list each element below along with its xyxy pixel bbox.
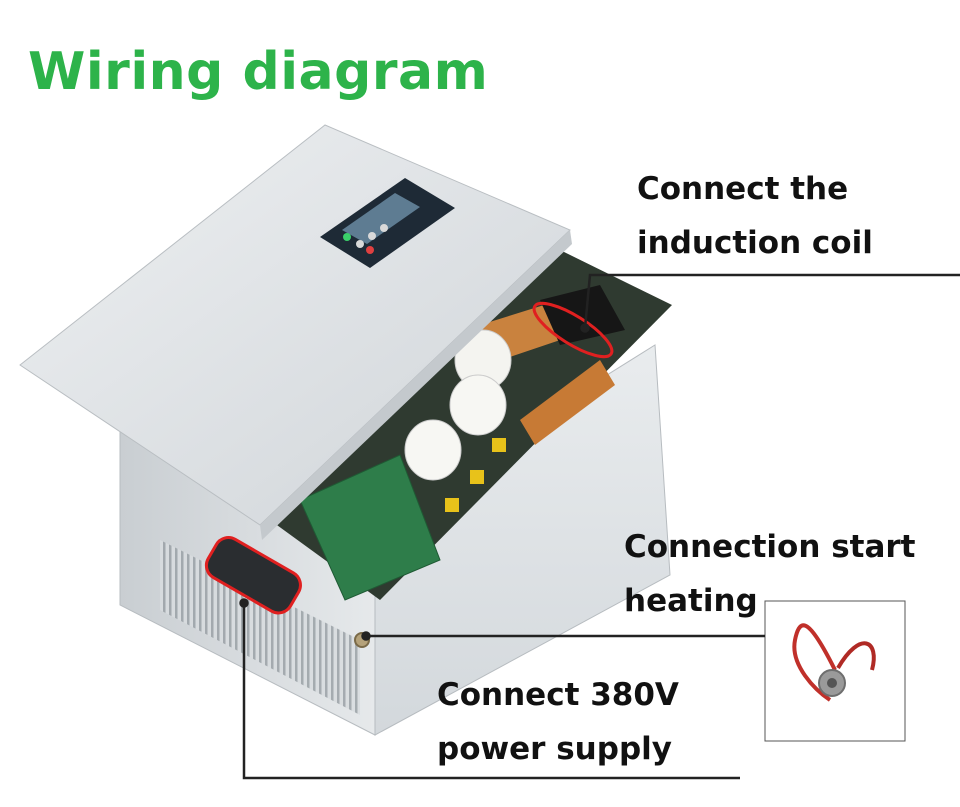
callout-line: Connection start — [624, 529, 916, 565]
page-title: Wiring diagram — [28, 42, 489, 102]
leader-dot-start-heating — [361, 631, 371, 641]
leader-power-supply — [242, 603, 740, 780]
callout-line: Connect the — [637, 171, 849, 207]
induction-heater-cabinet-icon — [19, 124, 672, 736]
callout-line: power supply — [437, 731, 672, 767]
callout-line: induction coil — [637, 225, 873, 261]
control-panel-icon — [320, 178, 455, 268]
callout-leader-lines — [239, 273, 960, 780]
callout-line: Connect 380V — [437, 677, 679, 713]
induction-coil-highlight — [532, 301, 614, 359]
callout-start-heating: Connection start heating — [624, 520, 916, 628]
callout-induction-coil: Connect the induction coil — [637, 162, 873, 270]
heating-connector-inset — [764, 600, 906, 742]
callout-power-supply: Connect 380V power supply — [437, 668, 679, 776]
callout-line: heating — [624, 583, 758, 619]
leader-induction-coil — [583, 273, 960, 329]
power-inlet-icon — [204, 536, 302, 615]
leader-dot-power-supply — [239, 598, 249, 608]
leader-dot-induction-coil — [580, 323, 590, 333]
